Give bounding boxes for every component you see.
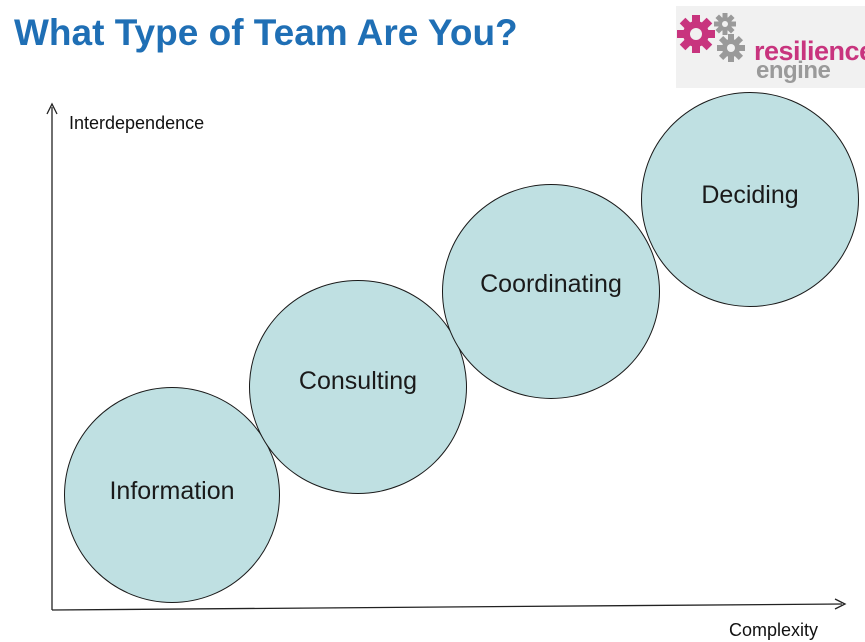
resilience-engine-logo: resilience engine [676, 6, 865, 88]
team-type-label: Coordinating [480, 270, 622, 298]
team-type-label: Consulting [298, 367, 418, 395]
logo-word-engine: engine [756, 57, 831, 84]
page-title: What Type of Team Are You? [14, 12, 518, 53]
team-type-label: Information [109, 477, 235, 505]
gears-icon [677, 13, 745, 62]
x-axis-label: Complexity [729, 620, 819, 640]
team-type-information: Information [64, 387, 280, 603]
team-type-label: Deciding [701, 181, 799, 209]
team-type-consulting: Consulting [249, 280, 467, 494]
x-axis [51, 603, 843, 611]
logo-word-resilience: resilience [754, 36, 865, 66]
team-type-coordinating: Coordinating [442, 184, 660, 399]
y-axis-arrowhead [46, 102, 58, 115]
x-axis-arrowhead [834, 598, 847, 610]
team-type-deciding: Deciding [641, 92, 859, 307]
y-axis-label: Interdependence [69, 113, 205, 133]
